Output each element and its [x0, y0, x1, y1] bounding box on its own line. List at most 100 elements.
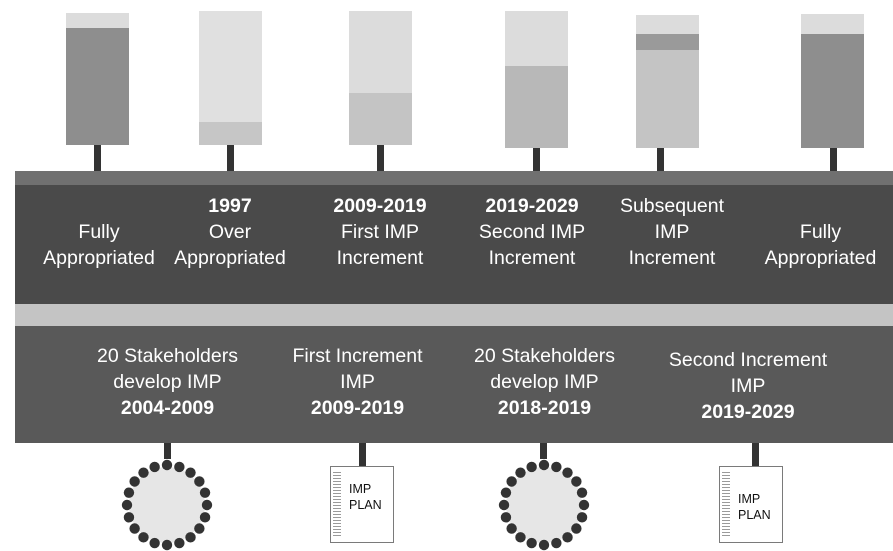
stakeholder-dot: [174, 537, 185, 549]
gauge-first-imp-increment: [349, 11, 412, 145]
gauge-fully-appropriated-start: [66, 13, 129, 145]
stage-year: 1997: [208, 195, 252, 217]
document-line2: PLAN: [738, 508, 771, 522]
milestone-stem: [359, 443, 366, 467]
gauge-segment: [199, 122, 262, 145]
stakeholder-dot: [199, 487, 211, 498]
gauge-segment: [636, 33, 699, 50]
stakeholder-dot: [506, 523, 517, 534]
stakeholder-dot: [551, 537, 562, 549]
gauge-stem: [657, 148, 664, 171]
gauge-stem: [830, 148, 837, 171]
gauge-segment: [199, 11, 262, 123]
milestone-years: 2019-2029: [701, 401, 795, 423]
stakeholder-dot: [161, 539, 173, 551]
milestone-line2: IMP: [730, 375, 766, 397]
stage-line0: Subsequent: [619, 195, 725, 217]
stakeholder-dot: [578, 499, 590, 511]
stakeholder-dot: [174, 461, 185, 473]
imp-plan-document-icon: IMP PLAN: [330, 466, 394, 543]
stage-label-second-imp-increment: 2019-2029 Second IMP Increment: [452, 193, 612, 271]
milestone-years: 2004-2009: [120, 397, 215, 419]
stakeholder-dot: [149, 461, 160, 473]
gauge-segment: [801, 14, 864, 35]
document-text: IMP PLAN: [349, 481, 382, 513]
stage-line2: Increment: [488, 247, 576, 269]
stakeholder-dot: [201, 499, 213, 511]
document-text: IMP PLAN: [738, 491, 771, 523]
stakeholder-dot: [515, 532, 526, 543]
stakeholder-dot: [562, 467, 573, 478]
gauge-stem: [533, 148, 540, 171]
stage-year: 2019-2029: [485, 195, 579, 217]
gauge-stem: [377, 145, 384, 171]
stage-line2: Increment: [336, 247, 424, 269]
stakeholder-dot: [506, 476, 517, 487]
stakeholder-dot: [515, 467, 526, 478]
stage-label-fully-appropriated-end: Fully Appropriated: [748, 219, 893, 271]
gauge-segment: [636, 15, 699, 34]
stakeholder-dot: [500, 512, 512, 523]
timeline-divider-strip: [15, 304, 893, 326]
stage-label-first-imp-increment: 2009-2019 First IMP Increment: [300, 193, 460, 271]
gauge-stem: [227, 145, 234, 171]
stage-label-fully-appropriated-start: Fully Appropriated: [15, 219, 183, 271]
stage-line1: Second IMP: [478, 221, 586, 243]
milestone-line1: 20 Stakeholders: [97, 345, 238, 367]
stage-label-over-appropriated: 1997 Over Appropriated: [150, 193, 310, 271]
stakeholder-dot: [551, 461, 562, 473]
stakeholder-dot: [185, 467, 196, 478]
gauge-subsequent-imp-increment: [636, 15, 699, 148]
gauge-segment: [636, 49, 699, 148]
document-spiral: [722, 472, 730, 537]
circle-center: [129, 467, 205, 543]
stage-line2: Appropriated: [174, 247, 286, 269]
stakeholder-dot: [562, 532, 573, 543]
milestone-band: [15, 326, 893, 443]
milestone-years: 2009-2019: [310, 397, 405, 419]
milestone-line1: 20 Stakeholders: [474, 345, 615, 367]
stakeholders-circle-icon: [498, 459, 590, 551]
milestone-line1: Second Increment: [668, 349, 828, 371]
stakeholder-dot: [129, 476, 140, 487]
stakeholder-dot: [149, 537, 160, 549]
milestone-line2: develop IMP: [490, 371, 599, 393]
stakeholder-dot: [576, 487, 588, 498]
gauge-segment: [505, 11, 568, 66]
stakeholder-dot: [121, 499, 133, 511]
stakeholder-dot: [538, 459, 550, 471]
gauge-segment: [66, 13, 129, 28]
gauge-fully-appropriated-end: [801, 14, 864, 148]
milestone-stem: [540, 443, 547, 459]
stage-line2: Appropriated: [43, 247, 155, 269]
stage-line1: Fully: [799, 221, 842, 243]
milestone-label-stakeholders-2018: 20 Stakeholders develop IMP 2018-2019: [457, 343, 632, 421]
stakeholder-dot: [194, 523, 205, 534]
milestone-years: 2018-2019: [497, 397, 592, 419]
document-line2: PLAN: [349, 498, 382, 512]
milestone-line2: IMP: [340, 371, 375, 393]
imp-plan-document-icon: IMP PLAN: [719, 466, 783, 543]
gauge-segment: [66, 27, 129, 145]
gauge-segment: [349, 92, 412, 145]
stakeholder-dot: [161, 459, 173, 471]
stakeholder-dot: [526, 461, 537, 473]
stakeholder-dot: [185, 532, 196, 543]
stage-label-subsequent-imp-increment: Subsequent IMP Increment: [592, 193, 752, 271]
milestone-stem: [752, 443, 759, 467]
gauge-stem: [94, 145, 101, 171]
stakeholder-dot: [571, 523, 582, 534]
stakeholder-dot: [138, 467, 149, 478]
gauge-second-imp-increment: [505, 11, 568, 148]
stakeholder-dot: [500, 487, 512, 498]
stakeholder-dot: [199, 512, 211, 523]
gauge-segment: [349, 11, 412, 93]
milestone-line2: develop IMP: [113, 371, 222, 393]
stage-line2: Appropriated: [764, 247, 877, 269]
stakeholder-dot: [526, 537, 537, 549]
milestone-label-second-increment: Second Increment IMP 2019-2029: [648, 347, 848, 425]
stage-line1: Over: [208, 221, 252, 243]
stakeholder-dot: [138, 532, 149, 543]
stakeholder-dot: [123, 512, 135, 523]
stakeholders-circle-icon: [121, 459, 213, 551]
